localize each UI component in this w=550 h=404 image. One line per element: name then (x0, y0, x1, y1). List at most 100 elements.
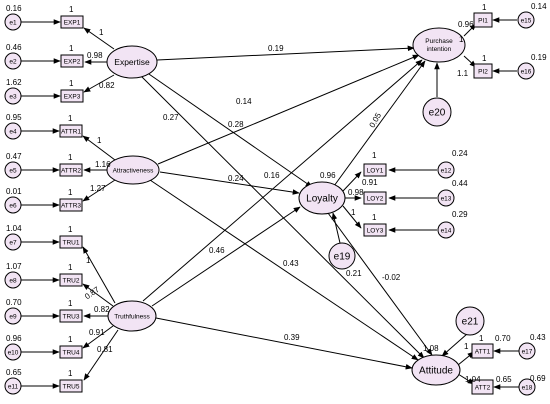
loading-attr1: 1 (97, 136, 102, 145)
estimate-tru-pi: 0.46 (209, 246, 225, 255)
arrow-loy-loy1 (342, 171, 362, 192)
error-circle-e13 (437, 189, 455, 207)
arrow-att-att1 (457, 351, 475, 366)
indicator-box-attr2 (59, 163, 83, 177)
arrow-tru-tru5 (83, 329, 119, 381)
indicator-box-loy3 (363, 223, 387, 237)
indicator-box-pi2 (473, 63, 493, 79)
indicator-box-tru2 (59, 273, 83, 287)
error-circle-e16 (517, 62, 535, 80)
indicator-label-loy3: LOY3 (367, 228, 384, 235)
error-circle-e2 (4, 52, 22, 70)
variance-e6: 0.01 (6, 187, 22, 196)
path-attr-att (149, 179, 419, 361)
error-label-e5: e5 (9, 168, 17, 175)
indicator-box-tru3 (59, 309, 83, 323)
error-label-e19: e19 (334, 252, 351, 263)
error-label-e16: e16 (521, 69, 532, 76)
loading-exp1: 1 (99, 28, 104, 37)
variance-e18: 0.69 (530, 374, 546, 383)
fixed-one-attr2: 1 (68, 153, 73, 162)
indicator-label-att2: ATT2 (475, 385, 491, 392)
path-exp-pi (156, 45, 415, 61)
path-tru-att (155, 317, 413, 370)
path-attr-loy (159, 171, 300, 195)
variance-e15: 0.14 (531, 2, 547, 11)
error-label-e17: e17 (522, 349, 533, 356)
latent-label-purchase-2: intention (427, 46, 452, 53)
indicator-label-exp1: EXP1 (64, 20, 81, 27)
arrow-tru-tru1 (82, 246, 116, 304)
error-label-e8: e8 (9, 278, 17, 285)
error-circle-e10 (4, 343, 22, 361)
error-circle-e4 (4, 122, 22, 140)
error-circle-e17 (518, 342, 536, 360)
fixed-one-tru3: 1 (68, 299, 73, 308)
error-circle-e6 (4, 196, 22, 214)
indicator-label-loy1: LOY1 (367, 168, 384, 175)
error-label-e21: e21 (462, 317, 479, 328)
error-circle-e20 (422, 97, 452, 127)
error-label-e12: e12 (441, 168, 452, 175)
variance-e3: 1.62 (6, 78, 22, 87)
estimate-exp-att: 0.27 (163, 113, 179, 122)
loading-loy3: 1 (351, 208, 356, 217)
arrow-attr-attr1 (82, 135, 116, 161)
indicator-label-attr2: ATTR2 (61, 168, 81, 175)
variance-e2: 0.46 (6, 43, 22, 52)
variance-e10: 0.96 (6, 334, 22, 343)
indicator-label-tru5: TRU5 (63, 384, 80, 391)
fixed-one-loy1: 1 (372, 151, 377, 160)
path-attr-pi (157, 54, 420, 165)
error-label-e20: e20 (429, 108, 446, 119)
loading-tru4: 0.91 (89, 328, 105, 337)
indicator-box-exp2 (60, 54, 84, 68)
loading-tru2: 0.87 (83, 285, 101, 302)
estimate-tru-loy: 0.43 (283, 259, 299, 268)
indicator-box-attr3 (59, 198, 83, 212)
error-label-e4: e4 (9, 129, 17, 136)
estimate-065: 0.65 (496, 375, 512, 384)
latent-expertise (106, 45, 158, 79)
error-label-e2: e2 (9, 59, 17, 66)
arrow-expertise-exp1 (83, 27, 115, 50)
estimate-attr-loy: 0.24 (228, 174, 244, 183)
estimate-attr-pi: 0.14 (236, 97, 252, 106)
indicator-box-loy1 (363, 163, 387, 177)
estimate-098: 0.98 (348, 188, 364, 197)
estimate-loy-att: -0.02 (382, 273, 401, 282)
error-label-e11: e11 (8, 384, 19, 391)
estimate-loy-pi: 0.05 (368, 111, 384, 129)
error-circle-e11 (4, 377, 22, 395)
variance-e13: 0.44 (452, 179, 468, 188)
error-label-e7: e7 (9, 240, 17, 247)
error-circle-e12 (437, 161, 455, 179)
error-label-e10: e10 (8, 350, 19, 357)
arrow-e21-att (441, 333, 468, 357)
indicator-label-attr3: ATTR3 (61, 203, 81, 210)
indicator-label-loy2: LOY2 (367, 196, 384, 203)
error-circle-e14 (437, 221, 455, 239)
indicator-label-pi1: PI1 (478, 18, 488, 25)
indicator-label-exp3: EXP3 (64, 94, 81, 101)
latent-variables: Expertise Attractiveness Truthfulness Lo… (106, 27, 466, 386)
path-loy-att (327, 212, 433, 356)
estimate-108: 1.08 (423, 344, 439, 353)
arrow-loy-loy3 (342, 205, 362, 229)
loading-pi1: 0.96 (458, 20, 474, 29)
path-exp-att (139, 74, 425, 359)
loading-att2: 1.04 (465, 375, 481, 384)
fixed-one-att1: 1 (479, 334, 484, 343)
estimate-exp-loy: 0.28 (228, 120, 244, 129)
indicator-boxes: EXP1 EXP2 EXP3 ATTR1 ATTR2 ATTR3 TRU1 TR… (59, 12, 494, 395)
error-label-e9: e9 (9, 314, 17, 321)
latent-label-attractiveness: Attractiveness (113, 168, 155, 175)
latent-label-expertise: Expertise (114, 57, 150, 67)
error-circle-e3 (4, 87, 22, 105)
arrow-tru-tru2 (82, 283, 114, 307)
error-circle-e1 (4, 13, 22, 31)
indicator-label-attr1: ATTR1 (61, 129, 81, 136)
estimate-tru-att: 0.39 (284, 333, 300, 342)
error-circle-e18 (518, 378, 536, 396)
latent-loyalty (298, 181, 346, 215)
